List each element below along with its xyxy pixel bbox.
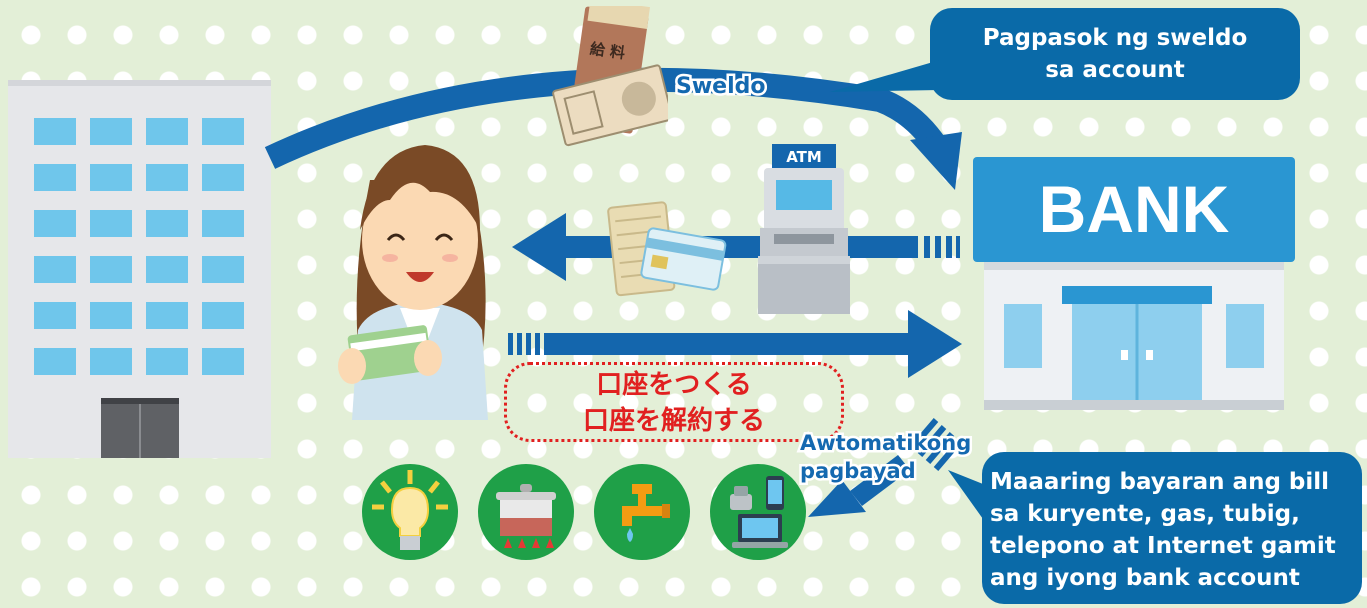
electricity-icon — [362, 464, 458, 560]
passbook-card-icon — [607, 201, 727, 297]
auto-pay-line1: Awtomatikong — [797, 429, 973, 458]
close-account-label: 口座を解約する — [582, 406, 765, 436]
salary-label: Sweldo — [674, 72, 768, 102]
bubble-tail-top — [830, 60, 940, 92]
bank-sign: BANK — [973, 157, 1295, 262]
salary-deposit-text: Pagpasok ng sweldo sa account — [982, 25, 1248, 83]
dotted-connector — [844, 438, 864, 441]
salary-arrow — [264, 67, 956, 169]
auto-pay-line2: pagbayad — [797, 457, 918, 486]
auto-pay-label: Awtomatikong pagbayad — [797, 429, 973, 486]
account-action-box — [504, 362, 844, 442]
withdraw-arrow — [512, 213, 960, 281]
auto-pay-info-bubble: Maaaring bayaran ang bill sa kuryente, g… — [982, 452, 1362, 604]
account-arrow — [508, 310, 962, 378]
telecom-icon — [710, 464, 806, 560]
auto-pay-info-text: Maaaring bayaran ang bill sa kuryente, g… — [990, 469, 1336, 591]
gas-icon — [478, 464, 574, 560]
atm-sign: ATM — [786, 148, 822, 166]
auto-pay-arrow — [808, 418, 963, 517]
water-icon — [594, 464, 690, 560]
open-account-label: 口座をつくる — [596, 370, 752, 400]
salary-deposit-bubble: Pagpasok ng sweldo sa account — [930, 8, 1300, 100]
salary-arrowhead — [910, 132, 962, 190]
